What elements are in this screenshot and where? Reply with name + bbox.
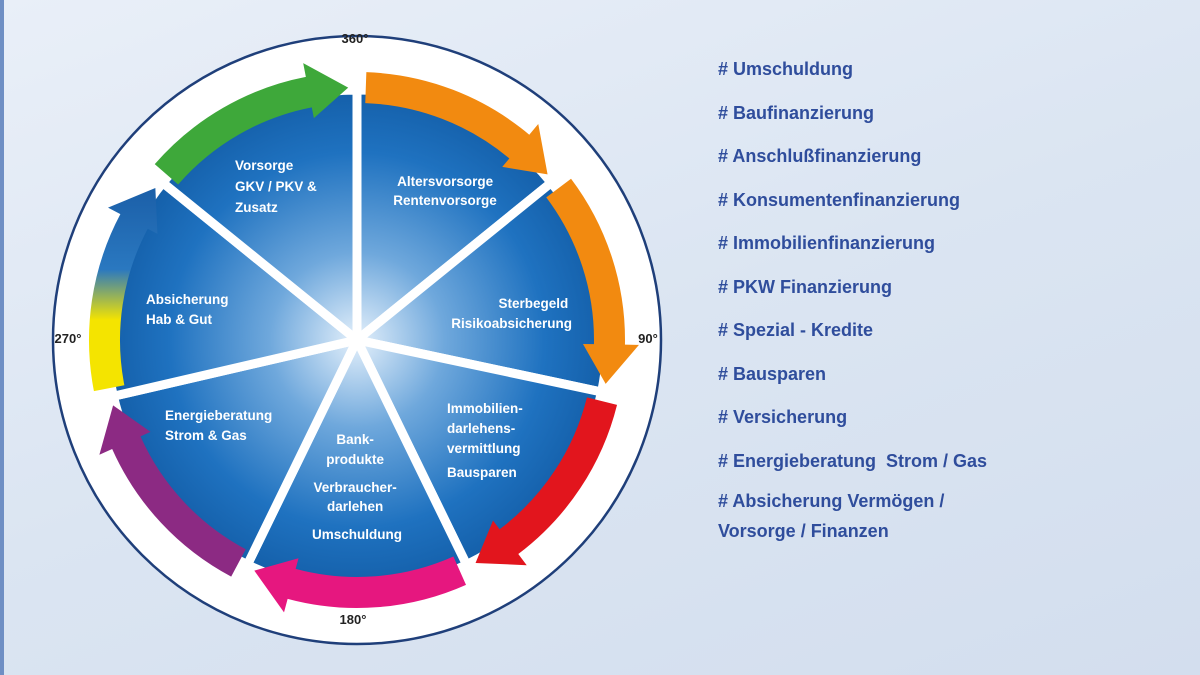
degree-label-270: 270°	[55, 331, 82, 346]
arrow-red-icon	[475, 397, 618, 566]
sector-label-absicherung: Absicherung Hab & Gut	[146, 292, 232, 327]
sector-label-sterbegeld: Sterbegeld Risikoabsicherung	[451, 296, 572, 331]
arrow-orange-2-icon	[546, 178, 639, 384]
left-edge-strip	[0, 0, 4, 675]
arrow-yellow-blue-icon	[89, 188, 158, 392]
tag-item: # Immobilienfinanzierung	[718, 233, 936, 253]
tag-item: # Absicherung Vermögen /Vorsorge / Finan…	[718, 491, 945, 541]
tag-item: # Anschlußfinanzierung	[718, 146, 922, 166]
tag-item: # Spezial - Kredite	[718, 320, 874, 340]
tag-item: # Umschuldung	[718, 59, 854, 79]
tag-item: # Baufinanzierung	[718, 102, 875, 123]
arrow-orange-1-icon	[365, 72, 548, 175]
arrow-green-icon	[154, 63, 349, 185]
sector-label-vorsorge: Vorsorge GKV / PKV & Zusatz	[235, 158, 321, 215]
service-tag-list: # Umschuldung # Baufinanzierung # Anschl…	[718, 58, 988, 541]
sector-label-energieberatung: Energieberatung Strom & Gas	[165, 408, 276, 443]
sector-label-altersvorsorge: Altersvorsorge Rentenvorsorge	[393, 174, 497, 208]
tag-item: # Energieberatung Strom / Gas	[718, 450, 988, 471]
arrow-magenta-icon	[254, 556, 467, 613]
degree-label-90: 90°	[638, 331, 658, 346]
degree-label-180: 180°	[340, 612, 367, 627]
sector-label-bankprodukte: Bank- produkte Verbraucher- darlehen Ums…	[312, 432, 402, 542]
tag-item: # Bausparen	[718, 363, 827, 384]
tag-item: # Konsumentenfinanzierung	[718, 189, 961, 210]
tag-item: # Versicherung	[718, 407, 848, 427]
degree-label-360: 360°	[342, 31, 369, 46]
tag-item: # PKW Finanzierung	[718, 276, 893, 297]
arrow-purple-icon	[99, 405, 246, 577]
sector-label-immobilien: Immobilien- darlehens- vermittlung Bausp…	[447, 401, 527, 480]
finance-wheel-diagram: 360° 90° 180° 270° Vorsorge GKV / PKV & …	[51, 31, 663, 646]
